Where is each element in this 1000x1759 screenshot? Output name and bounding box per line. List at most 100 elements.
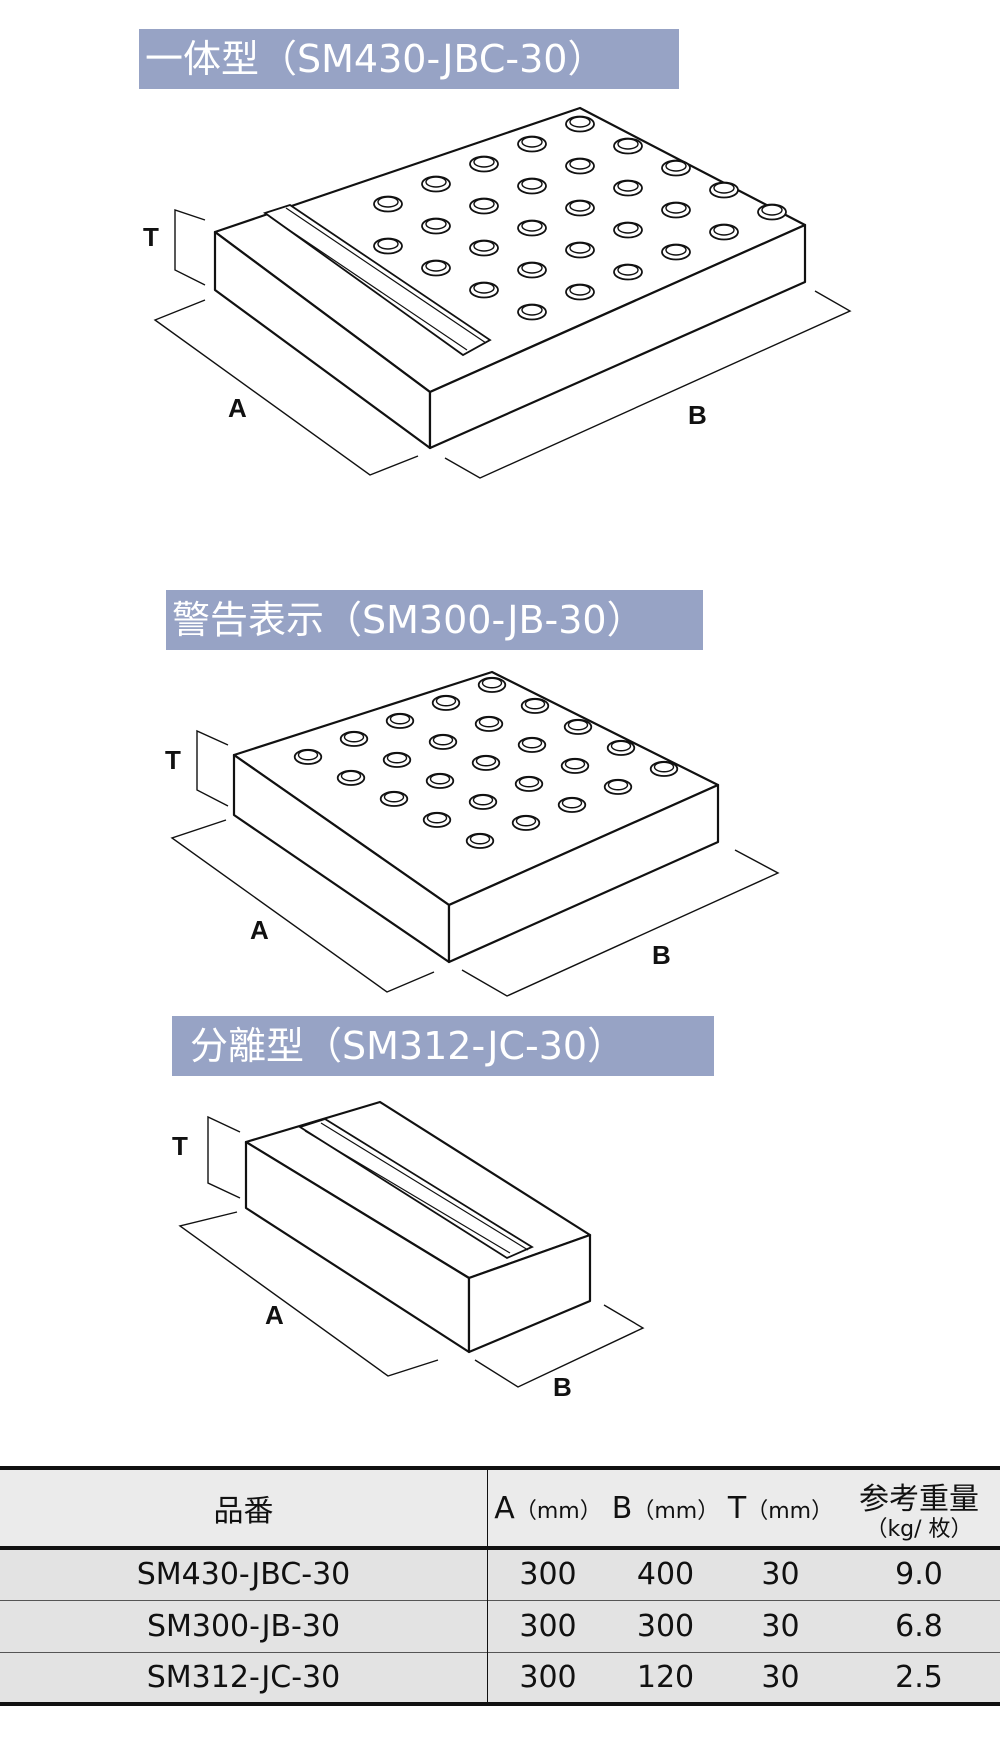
dot-bump [517,177,547,195]
header-part: 品番 [0,1468,488,1548]
dim-label-a: A [250,915,269,945]
dim-line-t [174,209,206,286]
dot-bump [469,197,499,215]
dot-bump [757,203,787,221]
dot-bump [469,155,499,173]
cell-part: SM300-JB-30 [0,1600,488,1652]
guide-bar [263,204,492,357]
dot-bump [382,751,412,768]
dot-bump [517,135,547,153]
dot-bump [468,793,498,810]
dot-bump [649,760,679,777]
dim-label-b: B [652,940,671,970]
dot-bump [373,195,403,213]
dot-bump [373,237,403,255]
header-weight: 参考重量（kg/ 枚） [859,1482,979,1542]
dim-label-a: A [265,1300,284,1330]
dot-bump [428,733,458,750]
dot-bump [613,179,643,197]
dot-bump [469,281,499,299]
cell-a: 300 [519,1659,577,1695]
dot-bump [565,199,595,217]
dim-line-b [461,849,780,997]
block-diagram-separate [178,1100,645,1388]
dim-line-b [444,290,852,479]
dim-label-a: A [228,393,247,423]
guide-bar [297,1118,534,1260]
dot-bump [469,239,499,257]
dot-bump [606,739,636,756]
dot-bump [421,217,451,235]
dim-line-a [170,819,435,993]
dot-bump [379,790,409,807]
cell-b: 120 [636,1659,695,1695]
dim-line-b [474,1304,645,1388]
cell-b: 400 [636,1557,695,1593]
dot-bump [565,283,595,301]
dot-bump [517,219,547,237]
cell-part: SM312-JC-30 [0,1652,488,1704]
dot-bump [517,303,547,321]
dot-bump [565,157,595,175]
dot-bump [661,243,691,261]
dot-bump [517,261,547,279]
cell-part: SM430-JBC-30 [0,1548,488,1600]
cell-t: 30 [761,1557,800,1593]
dot-bump [563,718,593,735]
table-row: SM312-JC-30 300 120 30 2.5 [0,1652,1000,1704]
header-a: A（mm） [494,1490,602,1526]
dot-bump [511,814,541,831]
dot-bump [339,730,369,747]
dot-bump [293,748,323,765]
cell-b: 300 [636,1608,695,1644]
dot-bump [336,769,366,786]
dot-bump [565,115,595,133]
dot-bump [421,259,451,277]
dot-bump [557,796,587,813]
product-title-warning: 警告表示（SM300-JB-30） [166,590,703,650]
block-diagram-combined [153,106,852,479]
cell-weight: 6.8 [895,1608,943,1644]
header-t: T（mm） [727,1490,834,1526]
right-face [428,223,807,450]
dim-label-t: T [143,222,159,252]
table-header-row: 品番 A（mm） B（mm） T（mm） 参考重量（kg/ 枚） [0,1468,1000,1548]
dot-bump [613,221,643,239]
dot-bump [661,201,691,219]
cell-a: 300 [519,1608,577,1644]
dot-bump [560,757,590,774]
dot-bump [477,676,507,693]
dim-line-t [196,729,229,807]
dot-bump [514,775,544,792]
dim-label-t: T [165,745,181,775]
dot-bump [421,175,451,193]
dim-line-t [207,1115,241,1199]
dot-bump [709,223,739,241]
cell-t: 30 [761,1608,800,1644]
dot-bump [613,137,643,155]
dot-bump [709,181,739,199]
dot-bump [661,159,691,177]
cell-weight: 2.5 [895,1659,943,1695]
product-title-separate: 分離型（SM312-JC-30） [172,1016,714,1076]
dim-line-a [153,299,419,476]
cell-weight: 9.0 [895,1557,943,1593]
spec-table: 品番 A（mm） B（mm） T（mm） 参考重量（kg/ 枚） SM430-J… [0,1466,1000,1706]
header-b: B（mm） [611,1490,720,1526]
dim-label-b: B [688,400,707,430]
dot-bump [474,715,504,732]
dot-bump [471,754,501,771]
warning-dots [373,115,787,321]
warning-dots [293,676,679,849]
table-row: SM430-JBC-30 300 400 30 9.0 [0,1548,1000,1600]
table-row: SM300-JB-30 300 300 30 6.8 [0,1600,1000,1652]
dim-label-t: T [172,1131,188,1161]
right-face [467,1233,592,1354]
dot-bump [603,778,633,795]
product-title-combined: 一体型（SM430-JBC-30） [139,29,679,89]
dot-bump [465,832,495,849]
dot-bump [385,712,415,729]
dot-bump [565,241,595,259]
dot-bump [425,772,455,789]
cell-a: 300 [519,1557,577,1593]
